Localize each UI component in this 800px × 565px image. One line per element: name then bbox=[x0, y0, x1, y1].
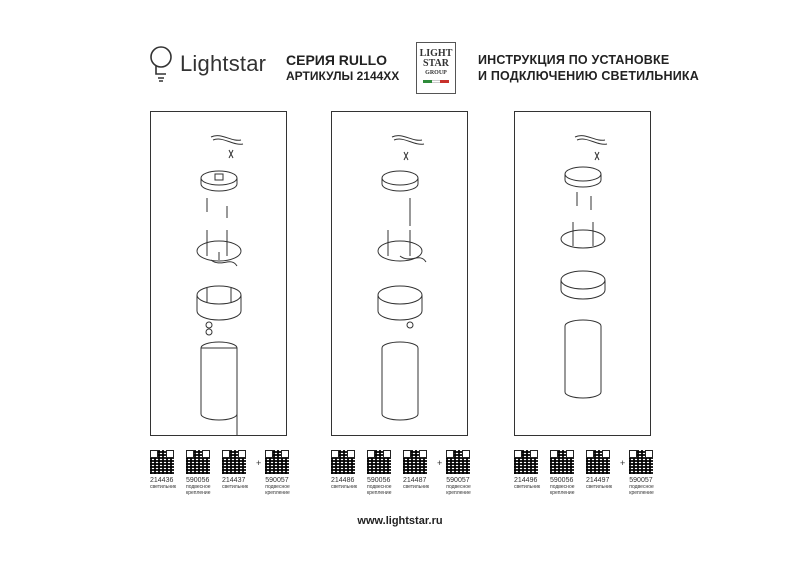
italian-flag-icon bbox=[423, 80, 450, 83]
series-title: СЕРИЯ RULLO bbox=[286, 52, 388, 68]
instruction-heading: ИНСТРУКЦИЯ ПО УСТАНОВКЕ И ПОДКЛЮЧЕНИЮ СВ… bbox=[478, 52, 699, 84]
assembly-diagram bbox=[377, 135, 427, 421]
brand-name: Lightstar bbox=[180, 51, 267, 76]
qr-code-icon[interactable] bbox=[150, 450, 174, 474]
assembly-panel-1 bbox=[150, 111, 287, 448]
series-articles: АРТИКУЛЫ 2144XX bbox=[286, 69, 400, 83]
article-code: 590056 подвесное крепление bbox=[186, 450, 216, 496]
article-code: 214496 светильник bbox=[514, 450, 544, 490]
qr-code-icon[interactable] bbox=[186, 450, 210, 474]
plus-sign: + bbox=[437, 458, 443, 468]
qr-code-icon[interactable] bbox=[586, 450, 610, 474]
article-codes-group-1: 214436 светильник 590056 подвесное крепл… bbox=[150, 450, 301, 496]
qr-code-icon[interactable] bbox=[514, 450, 538, 474]
plus-sign: + bbox=[620, 458, 626, 468]
qr-code-icon[interactable] bbox=[629, 450, 654, 474]
brand-logo: Lightstar bbox=[148, 44, 266, 84]
assembly-diagram bbox=[560, 135, 608, 399]
qr-code-icon[interactable] bbox=[331, 450, 355, 474]
article-code: 214437 светильник bbox=[222, 450, 252, 490]
article-code: 590057 подвесное крепление bbox=[265, 450, 295, 496]
qr-code-icon[interactable] bbox=[367, 450, 391, 474]
article-code: 590057 подвесное крепление bbox=[629, 450, 659, 496]
article-code: 214497 светильник bbox=[586, 450, 616, 490]
assembly-diagram bbox=[196, 135, 244, 448]
qr-code-icon[interactable] bbox=[550, 450, 574, 474]
lightbulb-icon bbox=[150, 46, 172, 82]
assembly-panel-2 bbox=[331, 111, 468, 436]
assembly-panel-3 bbox=[514, 111, 651, 436]
qr-code-icon[interactable] bbox=[222, 450, 246, 474]
article-code: 590056 подвесное крепление bbox=[367, 450, 397, 496]
heading-line-1: ИНСТРУКЦИЯ ПО УСТАНОВКЕ bbox=[478, 53, 670, 67]
series-info: СЕРИЯ RULLO АРТИКУЛЫ 2144XX bbox=[286, 52, 399, 84]
article-code: 214436 светильник bbox=[150, 450, 180, 490]
article-codes-group-2: 214486 светильник 590056 подвесное крепл… bbox=[331, 450, 482, 496]
plus-sign: + bbox=[256, 458, 262, 468]
article-code: 590056 подвесное крепление bbox=[550, 450, 580, 496]
article-codes-group-3: 214496 светильник 590056 подвесное крепл… bbox=[514, 450, 665, 496]
qr-code-icon[interactable] bbox=[446, 450, 471, 474]
website-link[interactable]: www.lightstar.ru bbox=[357, 515, 443, 527]
qr-code-icon[interactable] bbox=[265, 450, 290, 474]
article-code: 590057 подвесное крепление bbox=[446, 450, 476, 496]
qr-code-icon[interactable] bbox=[403, 450, 427, 474]
lightstar-group-logo: LIGHT STAR GROUP bbox=[416, 42, 456, 94]
article-code: 214486 светильник bbox=[331, 450, 361, 490]
heading-line-2: И ПОДКЛЮЧЕНИЮ СВЕТИЛЬНИКА bbox=[478, 69, 699, 83]
article-code: 214487 светильник bbox=[403, 450, 433, 490]
